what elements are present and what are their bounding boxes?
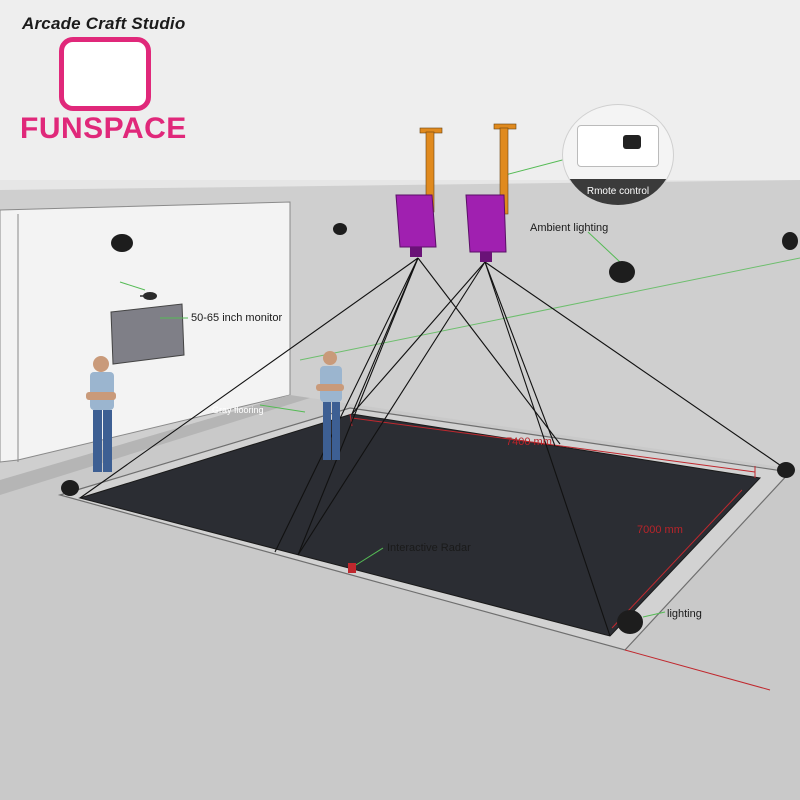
interactive-radar-label: Interactive Radar xyxy=(387,542,471,554)
projector-body xyxy=(577,125,659,167)
width-dimension: 7400 mm xyxy=(506,436,552,448)
ambient-lighting-label: Ambient lighting xyxy=(530,222,609,234)
wall-sensor xyxy=(140,292,157,300)
product-name: FUNSPACE xyxy=(20,112,187,145)
projector-right xyxy=(465,123,517,262)
caption-bar xyxy=(563,179,673,205)
lighting-label: lighting xyxy=(667,608,702,620)
projector-photo: Rmote control xyxy=(562,104,674,206)
gray-flooring-label: Gray flooring xyxy=(212,405,264,415)
depth-dimension: 7000 mm xyxy=(637,524,683,536)
radar-device xyxy=(348,563,356,573)
floor-lights xyxy=(61,462,795,634)
interactive-floor-mat xyxy=(78,413,762,637)
projector-lens-icon xyxy=(623,135,641,149)
x-splash-icon xyxy=(59,37,151,111)
projector-left xyxy=(395,127,443,257)
monitor-label: 50-65 inch monitor xyxy=(191,312,283,324)
person-left xyxy=(86,356,116,472)
studio-name: Arcade Craft Studio xyxy=(22,14,186,33)
remote-control-label: Rmote control xyxy=(586,186,650,197)
wall-monitor xyxy=(110,303,185,365)
ambient-lights xyxy=(111,223,798,283)
projection-beams xyxy=(79,257,791,637)
person-right xyxy=(316,351,344,460)
